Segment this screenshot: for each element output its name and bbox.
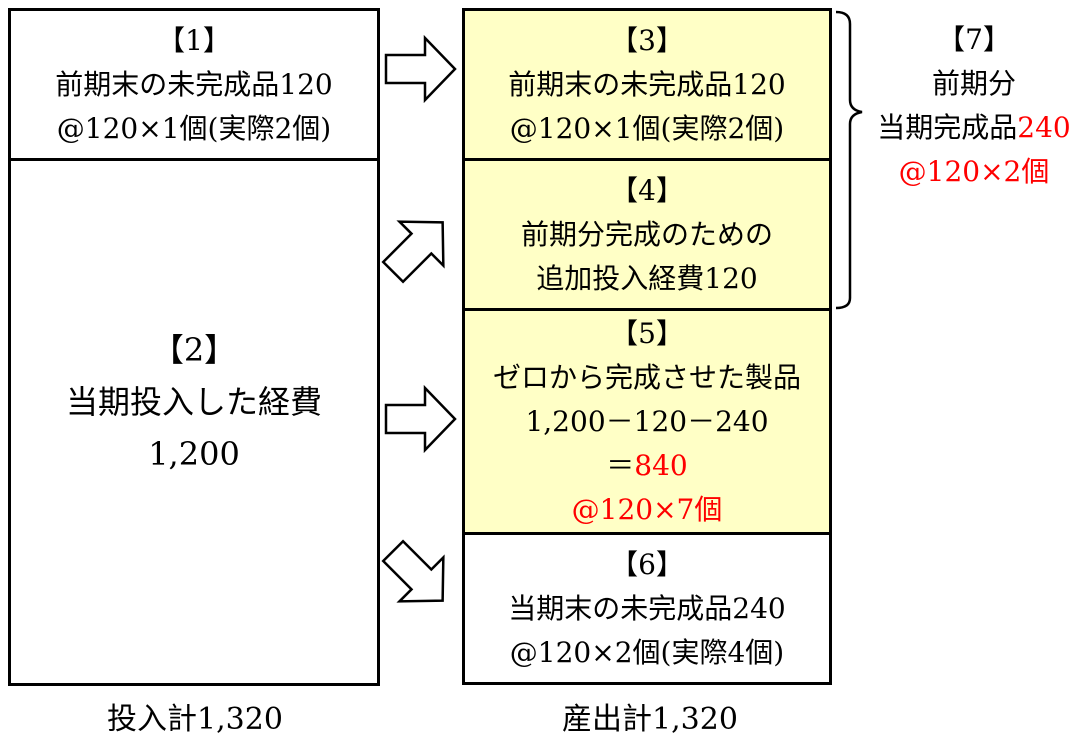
- box-new-products: 【5】 ゼロから完成させた製品 1,200－120－240 ＝840 @120×…: [462, 308, 832, 535]
- output-total: 産出計1,320: [562, 702, 738, 737]
- box-line: 当期完成品240: [866, 106, 1082, 150]
- box-line-red: @120×2個: [898, 155, 1050, 188]
- box-number: 【5】: [610, 316, 684, 350]
- box-line: 追加投入経費120: [536, 261, 758, 295]
- arrow-right-icon: [384, 34, 457, 104]
- arrow-down-right-icon: [381, 539, 445, 603]
- red-value: 240: [1017, 111, 1071, 144]
- label-text: 当期完成品: [877, 111, 1018, 144]
- box-line: ＝840: [606, 444, 687, 488]
- arrow-right-icon: [384, 384, 457, 454]
- curly-bracket: [835, 10, 863, 310]
- arrow-up-right-icon: [381, 220, 445, 284]
- box-line-red: @120×7個: [571, 492, 723, 526]
- box-line: @120×2個(実際4個): [509, 635, 785, 669]
- box-line: 1,200－120－240: [525, 404, 769, 438]
- input-total: 投入計1,320: [107, 702, 283, 737]
- equals-sign: ＝: [606, 448, 635, 482]
- box-line: 前期末の未完成品120: [508, 67, 786, 101]
- box-line: 前期分完成のための: [520, 217, 773, 251]
- box-number: 【3】: [610, 23, 684, 57]
- box-current-wip: 【6】 当期末の未完成品240 @120×2個(実際4個): [462, 532, 832, 685]
- box-line: 当期投入した経費: [65, 383, 322, 421]
- box-prior-wip-completed: 【3】 前期末の未完成品120 @120×1個(実際2個): [462, 8, 832, 161]
- box-line: 前期分: [931, 67, 1016, 100]
- box-number: 【2】: [151, 331, 237, 369]
- box-current-input-cost: 【2】 当期投入した経費 1,200: [8, 158, 380, 686]
- box-line: @120×1個(実際2個): [56, 111, 332, 145]
- box-line: 前期末の未完成品120: [55, 67, 333, 101]
- box-number: 【4】: [610, 173, 684, 207]
- box-line: 1,200: [148, 435, 240, 473]
- box-number: 【1】: [157, 23, 231, 57]
- red-value: 840: [634, 448, 688, 482]
- box-number: 【6】: [610, 547, 684, 581]
- box-number: 【7】: [937, 23, 1011, 56]
- bracket-label: 【7】 前期分 当期完成品240 @120×2個: [866, 18, 1082, 194]
- box-line: @120×1個(実際2個): [509, 111, 785, 145]
- box-line: ゼロから完成させた製品: [492, 360, 801, 394]
- box-line: 当期末の未完成品240: [508, 591, 786, 625]
